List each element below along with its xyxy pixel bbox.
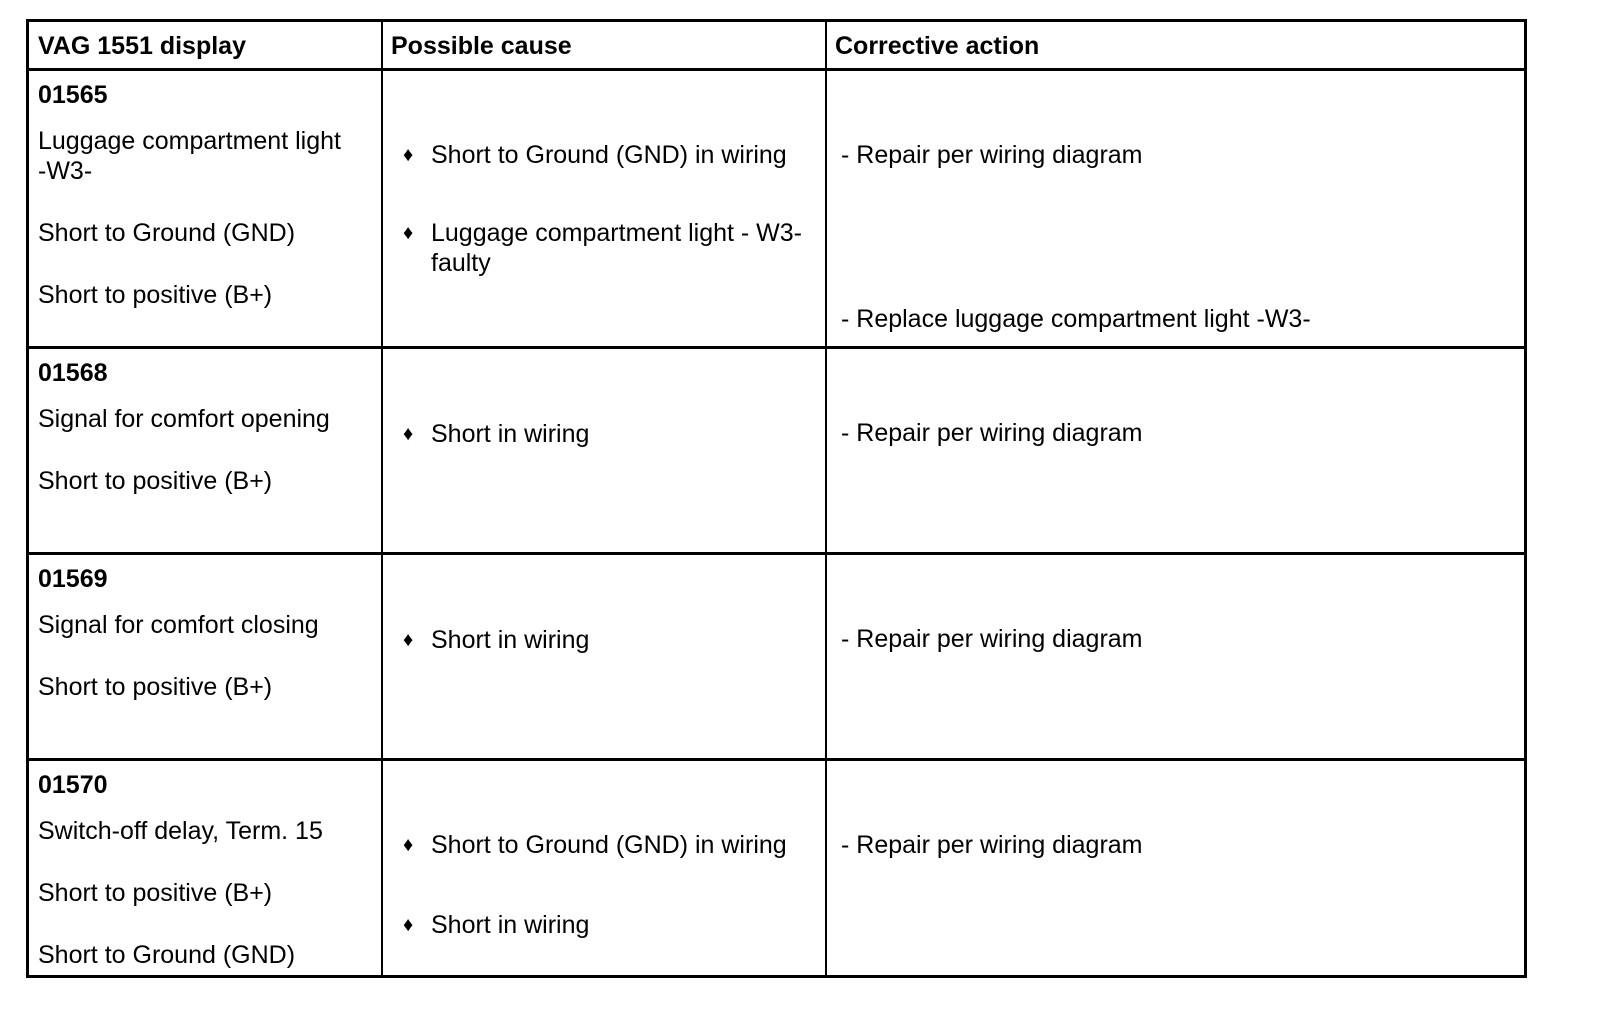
- header-corrective-action: Corrective action: [835, 32, 1040, 60]
- display-line: Signal for comfort opening: [38, 405, 330, 433]
- fault-code: 01568: [38, 359, 108, 387]
- row-divider: [29, 758, 1524, 761]
- action-line: - Replace luggage compartment light -W3-: [841, 305, 1311, 333]
- diamond-bullet-icon: ♦: [403, 222, 414, 244]
- display-line: Short to positive (B+): [38, 879, 273, 907]
- fault-code: 01570: [38, 771, 108, 799]
- cause-item: ♦ Short in wiring: [403, 910, 823, 944]
- column-divider: [381, 22, 383, 975]
- fault-code: 01565: [38, 81, 108, 109]
- cause-item: ♦ Short to Ground (GND) in wiring: [403, 830, 823, 900]
- diamond-bullet-icon: ♦: [403, 629, 414, 651]
- cause-text: Luggage compartment light - W3- faulty: [431, 219, 803, 277]
- diamond-bullet-icon: ♦: [403, 834, 414, 856]
- diamond-bullet-icon: ♦: [403, 423, 414, 445]
- cause-text: Short in wiring: [431, 420, 590, 448]
- cause-item: ♦ Short in wiring: [403, 419, 823, 453]
- header-possible-cause: Possible cause: [391, 32, 572, 60]
- display-line: Luggage compartment light: [38, 127, 341, 155]
- action-line: - Repair per wiring diagram: [841, 625, 1143, 653]
- row-divider: [29, 68, 1524, 71]
- action-line: - Repair per wiring diagram: [841, 141, 1143, 169]
- display-line: Short to positive (B+): [38, 673, 273, 701]
- cause-item: ♦ Short to Ground (GND) in wiring: [403, 140, 823, 210]
- row-divider: [29, 346, 1524, 349]
- cause-item: ♦ Short in wiring: [403, 625, 823, 659]
- cause-text: Short in wiring: [431, 626, 590, 654]
- action-line: - Repair per wiring diagram: [841, 831, 1143, 859]
- row-divider: [29, 552, 1524, 555]
- cause-text: Short to Ground (GND) in wiring: [431, 141, 787, 169]
- display-line: Switch-off delay, Term. 15: [38, 817, 323, 845]
- cause-item: ♦ Luggage compartment light - W3- faulty: [403, 218, 823, 288]
- header-vag-display: VAG 1551 display: [38, 32, 246, 60]
- diagnostic-table: VAG 1551 display Possible cause Correcti…: [26, 19, 1527, 978]
- display-line: Short to Ground (GND): [38, 941, 296, 969]
- fault-code: 01569: [38, 565, 108, 593]
- diamond-bullet-icon: ♦: [403, 144, 414, 166]
- display-line: Signal for comfort closing: [38, 611, 319, 639]
- display-line: Short to positive (B+): [38, 281, 273, 309]
- display-line: Short to positive (B+): [38, 467, 273, 495]
- display-line: -W3-: [38, 157, 93, 185]
- display-line: Short to Ground (GND): [38, 219, 296, 247]
- column-divider: [825, 22, 827, 975]
- cause-text: Short in wiring: [431, 911, 590, 939]
- cause-text: Short to Ground (GND) in wiring: [431, 831, 787, 859]
- action-line: - Repair per wiring diagram: [841, 419, 1143, 447]
- diamond-bullet-icon: ♦: [403, 914, 414, 936]
